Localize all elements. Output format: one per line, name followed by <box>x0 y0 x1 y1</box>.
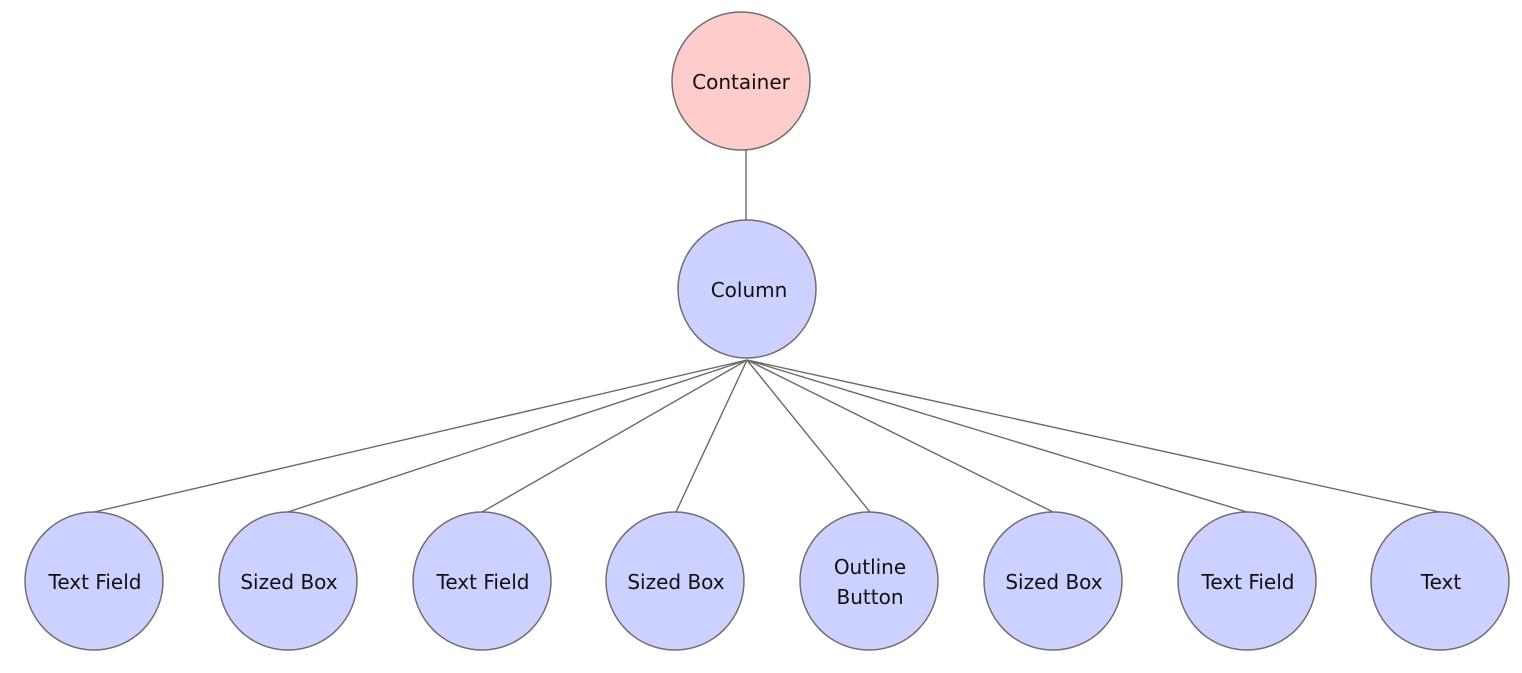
node-sized-box-3-label: Sized Box <box>1005 570 1102 594</box>
node-sized-box-2-circle <box>605 511 745 651</box>
node-sized-box-1-label: Sized Box <box>240 570 337 594</box>
node-container-label: Container <box>692 70 791 94</box>
edge-column-text-field-2 <box>481 359 748 513</box>
node-column: Column <box>677 219 817 359</box>
node-text: Text <box>1370 511 1510 651</box>
leaf-nodes: Text Field Sized Box Text Field Sized Box Ou… <box>24 511 1510 651</box>
node-text-field-2: Text Field <box>412 511 552 651</box>
node-column-circle <box>677 219 817 359</box>
edge-column-sized-box-2 <box>675 359 748 513</box>
node-sized-box-1: Sized Box <box>218 511 358 651</box>
node-sized-box-2: Sized Box <box>605 511 745 651</box>
node-outline-button-label: Button <box>837 585 904 609</box>
node-text-field-1-label: Text Field <box>48 570 142 594</box>
node-column-label: Column <box>711 278 788 302</box>
node-outline-button-label: Outline <box>834 555 906 579</box>
edge-column-outline-button <box>746 359 871 513</box>
node-text-circle <box>1370 511 1510 651</box>
edge-column-text-field-1 <box>93 359 748 513</box>
node-container: Container <box>671 11 811 151</box>
node-text-field-1: Text Field <box>24 511 164 651</box>
node-outline-button-circle <box>799 511 939 651</box>
node-sized-box-3-circle <box>983 511 1123 651</box>
node-container-circle <box>671 11 811 151</box>
node-text-field-1-circle <box>24 511 164 651</box>
node-sized-box-1-circle <box>218 511 358 651</box>
node-text-field-3-circle <box>1177 511 1317 651</box>
edge-column-sized-box-3 <box>746 359 1054 513</box>
node-text-field-2-label: Text Field <box>436 570 530 594</box>
node-text-field-3-label: Text Field <box>1201 570 1295 594</box>
node-text-field-3: Text Field <box>1177 511 1317 651</box>
node-sized-box-2-label: Sized Box <box>627 570 724 594</box>
edge-column-text <box>746 359 1441 513</box>
edge-column-sized-box-1 <box>287 359 748 513</box>
node-text-field-2-circle <box>412 511 552 651</box>
node-sized-box-3: Sized Box <box>983 511 1123 651</box>
node-text-label: Text <box>1420 570 1462 594</box>
edge-column-text-field-3 <box>746 359 1248 513</box>
tree-edges <box>93 150 1441 513</box>
